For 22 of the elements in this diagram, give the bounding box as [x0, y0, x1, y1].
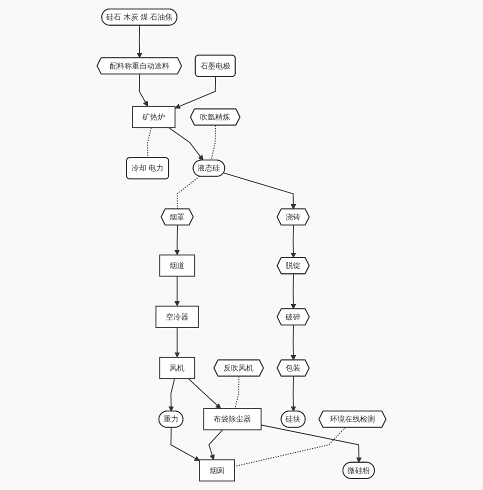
- arrow: [223, 172, 296, 210]
- arrow: [174, 224, 180, 256]
- connector: [234, 376, 240, 410]
- connector: [210, 124, 216, 161]
- arrow: [168, 378, 176, 412]
- arrow: [188, 378, 222, 409]
- arrow: [174, 276, 180, 306]
- arrow: [290, 274, 296, 310]
- arrow: [174, 326, 180, 358]
- connector: [176, 176, 200, 210]
- arrow: [174, 76, 216, 109]
- arrow: [168, 127, 204, 161]
- arrow: [290, 224, 296, 258]
- arrow: [290, 376, 296, 412]
- arrow: [208, 429, 224, 460]
- arrow: [138, 74, 148, 107]
- arrow: [170, 427, 200, 461]
- connector: [234, 427, 346, 467]
- arrow: [136, 25, 142, 58]
- arrow: [290, 324, 296, 360]
- connector: [147, 127, 152, 158]
- arrow: [260, 424, 362, 463]
